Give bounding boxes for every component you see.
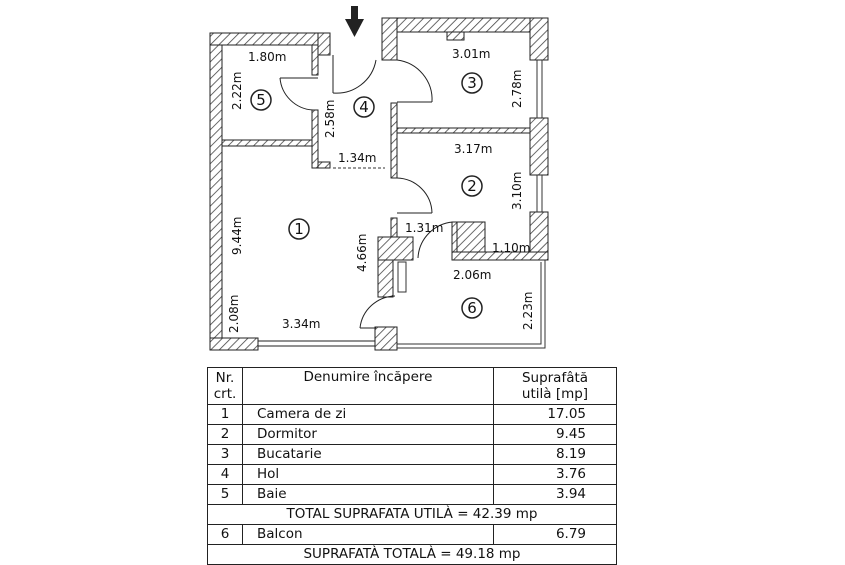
row-area: 17.05 [493,404,617,425]
dim-9.44: 9.44m [230,217,244,255]
row-area: 3.94 [493,484,617,505]
header-name: Denumire încăpere [242,367,494,405]
room-3-number: 3 [467,74,477,92]
room-4-number: 4 [359,98,369,116]
dim-2.78: 2.78m [510,70,524,108]
dim-3.17: 3.17m [454,142,492,156]
row-nr: 3 [207,444,243,465]
row-name: Hol [242,464,494,485]
row-name: Bucatarie [242,444,494,465]
room-numbers [250,72,483,319]
dim-2.58: 2.58m [323,100,337,138]
row-nr: 2 [207,424,243,445]
header-nr: Nr. [215,370,235,386]
row-nr: 4 [207,464,243,485]
room-5-number: 5 [256,91,266,109]
total-row: SUPRAFATÀ TOTALÀ = 49.18 mp [207,544,617,565]
row-area: 8.19 [493,444,617,465]
doors [279,55,454,329]
dim-4.66: 4.66m [355,234,369,272]
row-area: 6.79 [493,524,617,545]
room-2-number: 2 [467,177,477,195]
dim-2.23: 2.23m [521,292,535,330]
row-area: 3.76 [493,464,617,485]
total-useful-row: TOTAL SUPRAFATA UTILÀ = 42.39 mp [207,504,617,525]
header-crt: crt. [213,386,237,402]
windows-and-lines [333,60,546,349]
row-name: Dormitor [242,424,494,445]
entrance-arrow-icon [345,6,364,37]
room-1-number: 1 [294,220,304,238]
dim-1.80: 1.80m [248,50,286,64]
total-useful: TOTAL SUPRAFATA UTILÀ = 42.39 mp [207,504,617,525]
dim-1.10: 1.10m [492,241,530,255]
walls [209,17,549,351]
header-area-unit: utilà [mp] [521,386,589,402]
floor-plan: 1.80m 2.22m 2.58m 3.01m 2.78m 1.34m 3.17… [209,6,549,351]
row-nr: 1 [207,404,243,425]
header-area: Suprafâtă [521,370,589,386]
dim-2.06: 2.06m [453,268,491,282]
dim-3.01: 3.01m [452,47,490,61]
dim-1.34: 1.34m [338,151,376,165]
row-nr: 6 [207,524,243,545]
total-area: SUPRAFATÀ TOTALÀ = 49.18 mp [207,544,617,565]
dimension-labels: 1.80m 2.22m 2.58m 3.01m 2.78m 1.34m 3.17… [227,47,535,333]
row-area: 9.45 [493,424,617,445]
row-name: Balcon [242,524,494,545]
dim-1.31: 1.31m [405,221,443,235]
row-name: Camera de zi [242,404,494,425]
dim-2.22: 2.22m [230,72,244,110]
room-6-number: 6 [467,299,477,317]
row-name: Baie [242,484,494,505]
dim-3.10: 3.10m [510,172,524,210]
row-nr: 5 [207,484,243,505]
dim-2.08: 2.08m [227,295,241,333]
dim-3.34: 3.34m [282,317,320,331]
